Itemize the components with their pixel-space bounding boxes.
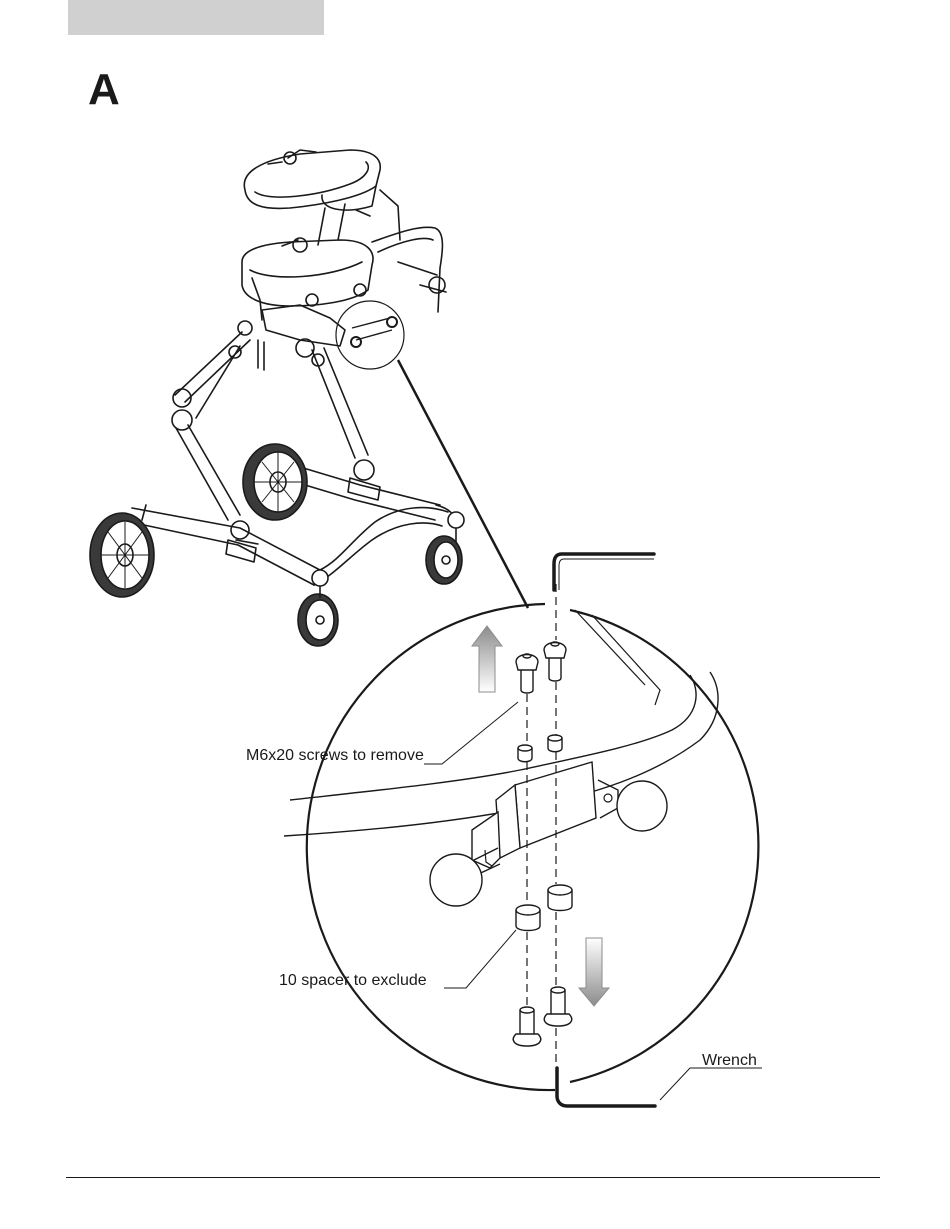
top-screw-left xyxy=(516,654,538,693)
bottom-screw-right xyxy=(544,987,571,1026)
front-right-caster xyxy=(298,570,338,646)
walker-frame xyxy=(130,150,456,585)
front-left-wheel xyxy=(90,513,154,597)
rear-wheel xyxy=(243,444,307,520)
callout-leaders xyxy=(424,702,762,1100)
top-screw-right xyxy=(544,642,566,681)
spacer-callout: 10 spacer to exclude xyxy=(279,973,427,989)
footer-rule xyxy=(66,1177,880,1178)
screws-callout: M6x20 screws to remove xyxy=(246,748,424,764)
bottom-screw-left xyxy=(513,1007,540,1046)
detail-view xyxy=(284,554,758,1106)
arrow-down-icon xyxy=(579,938,609,1006)
wrench-callout: Wrench xyxy=(702,1053,757,1069)
arrow-up-icon xyxy=(472,626,502,692)
